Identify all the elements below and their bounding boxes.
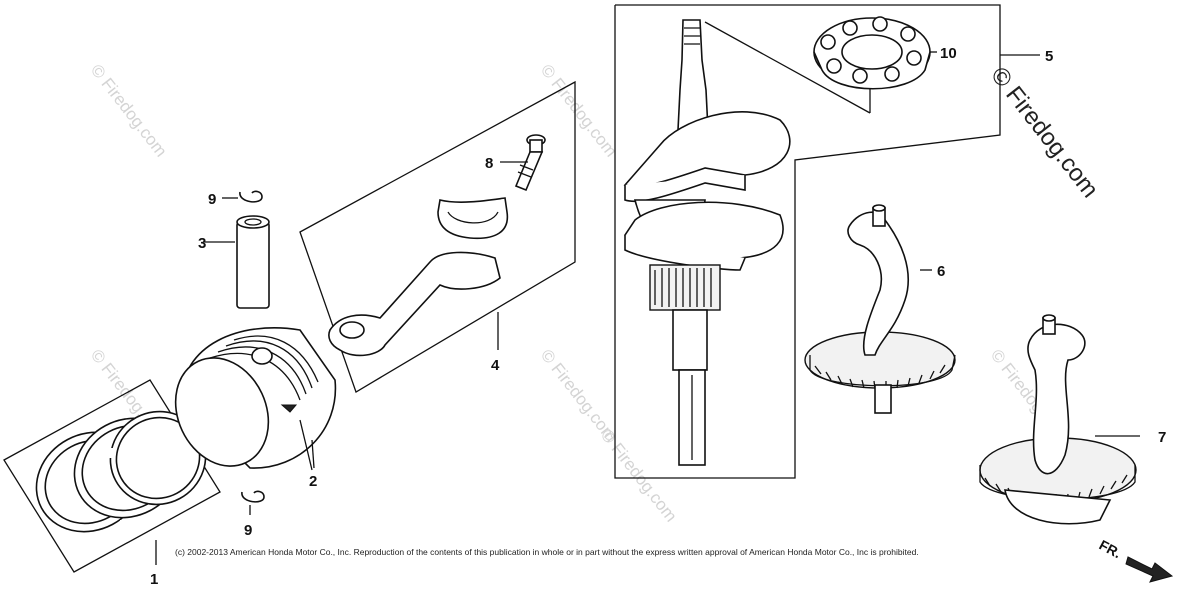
callout-8: 8 — [485, 155, 493, 172]
callout-5: 5 — [1045, 48, 1053, 65]
watermark-7: © Firedog.com — [985, 62, 1103, 203]
callout-9b: 9 — [244, 522, 252, 539]
camshaft — [979, 314, 1140, 525]
leader-2 — [311, 439, 315, 469]
rod-bolt — [500, 134, 546, 192]
front-direction-indicator: FR. — [1097, 537, 1174, 583]
watermark-2: © Firedog.com — [537, 61, 621, 161]
callout-4: 4 — [491, 357, 500, 374]
callout-2: 2 — [309, 473, 317, 490]
pin-clips — [222, 190, 265, 515]
crankshaft — [614, 4, 1040, 479]
copyright-notice: (c) 2002-2013 American Honda Motor Co., … — [175, 547, 919, 557]
front-label: FR. — [1097, 537, 1124, 562]
watermark-6: © Firedog.com — [597, 426, 681, 526]
callout-7: 7 — [1158, 429, 1166, 446]
callout-6: 6 — [937, 263, 945, 280]
connecting-rod — [299, 80, 576, 393]
watermark-1: © Firedog.com — [87, 61, 171, 161]
piston-pin — [203, 215, 270, 309]
front-arrow-icon — [1125, 556, 1174, 583]
ball-bearing — [813, 16, 937, 90]
piston — [174, 327, 337, 471]
callout-9a: 9 — [208, 191, 216, 208]
callout-10: 10 — [940, 45, 957, 62]
governor-shaft — [804, 204, 956, 414]
piston-rings — [3, 379, 221, 573]
callout-3: 3 — [198, 235, 206, 252]
callout-1: 1 — [150, 571, 158, 588]
